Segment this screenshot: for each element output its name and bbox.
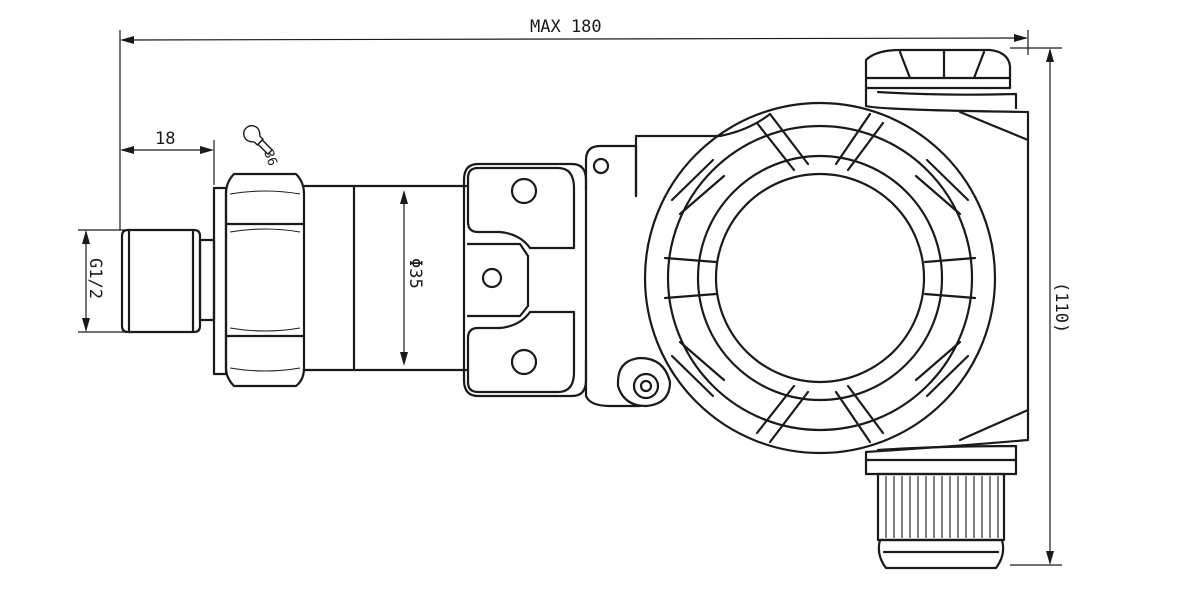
overall-length-dimension: MAX 180 [119,17,1029,230]
housing-base [584,134,722,408]
thread-length-dimension: 18 [120,129,215,185]
wrench-size-label: 36 [260,148,279,168]
body-diameter-label: Φ35 [405,258,425,289]
clamp-block [462,162,588,398]
thread-length-label: 18 [155,129,175,149]
thread-spec-dimension: G1/2 [78,229,128,333]
cover-ribs [663,112,977,444]
top-cap [864,48,1012,90]
hex-nut [212,172,306,388]
housing-height-label: (110) [1051,282,1071,333]
wrench-icon [243,125,274,156]
sensor-body: Φ35 [302,184,468,372]
gland-knurling [885,476,999,538]
housing-cover [643,101,997,455]
cable-gland [864,458,1018,570]
housing-height-dimension: (110) [1010,47,1071,566]
overall-length-label: MAX 180 [530,17,602,37]
housing-side [864,86,1030,462]
process-thread [120,228,216,334]
wrench-size-annotation: 36 [243,125,280,168]
thread-spec-label: G1/2 [85,258,105,299]
